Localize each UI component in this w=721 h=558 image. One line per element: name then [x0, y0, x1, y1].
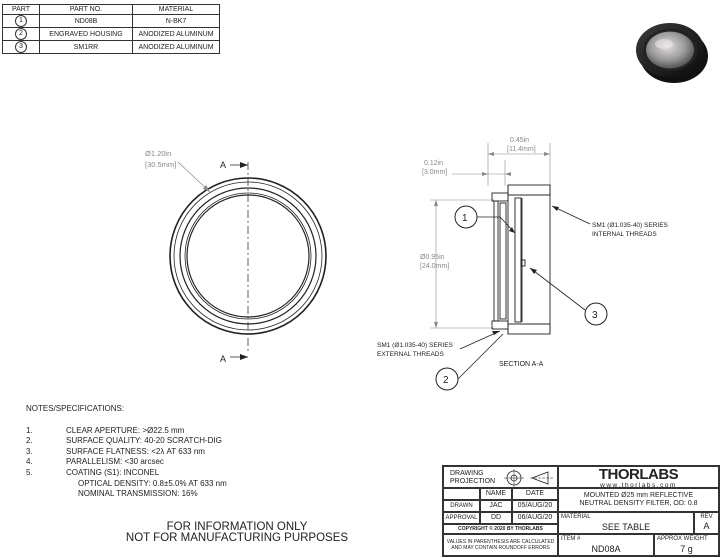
title-block: DRAWING PROJECTION THORLABS www.thorlabs…	[442, 465, 720, 557]
roundoff-note: VALUES IN PARENTHESIS ARE CALCULATED AND…	[443, 534, 558, 556]
callout-1: 1	[462, 213, 468, 224]
rev-cell: REV A	[694, 512, 719, 534]
date-header: DATE	[512, 488, 558, 500]
copyright: COPYRIGHT © 2020 BY THORLABS	[443, 524, 558, 534]
width-mm-label: [11.4mm]	[507, 146, 536, 153]
projection-symbol-icon	[504, 469, 554, 487]
material-cell: ANODIZED ALUMINUM	[132, 40, 220, 54]
part-number-badge: 2	[15, 28, 27, 40]
parts-table-row: 1 ND08B N-BK7	[2, 14, 220, 28]
disclaimer-line-1: FOR INFORMATION ONLY	[166, 521, 308, 533]
drawn-name: JAC	[480, 500, 512, 512]
internal-threads-label-2: INTERNAL THREADS	[592, 231, 657, 238]
offset-mm-label: [3.0mm]	[422, 169, 447, 176]
projection-cell: DRAWING PROJECTION	[443, 466, 558, 488]
material-value: SEE TABLE	[601, 522, 651, 532]
notes-block: NOTES/SPECIFICATIONS: 1.CLEAR APERTURE: …	[26, 404, 227, 500]
item-cell: ITEM # ND08A	[558, 534, 654, 556]
parts-table-row: 3 SM1RR ANODIZED ALUMINUM	[2, 40, 220, 54]
part-no-cell: ENGRAVED HOUSING	[39, 27, 133, 41]
aperture-mm-label: [24.0mm]	[420, 263, 449, 270]
drawing-projection-label: DRAWING	[450, 470, 484, 477]
note-item: 5.COATING (S1): INCONEL	[26, 467, 160, 477]
disclaimer: FOR INFORMATION ONLY NOT FOR MANUFACTURI…	[92, 521, 382, 544]
weight-value: 7 g	[680, 544, 693, 554]
part-number-badge: 3	[15, 41, 27, 53]
product-photo	[636, 23, 708, 83]
note-item: 3.SURFACE FLATNESS: <2λ AT 633 nm	[26, 446, 205, 456]
material-label: MATERIAL	[561, 514, 591, 520]
header-part: PART	[2, 4, 40, 15]
header-material: MATERIAL	[132, 4, 220, 15]
approval-label: APPROVAL	[443, 512, 480, 524]
rev-label: REV	[700, 514, 713, 520]
approval-name: DD	[480, 512, 512, 524]
logo-cell: THORLABS www.thorlabs.com	[558, 466, 719, 489]
rev-value: A	[703, 521, 710, 531]
section-label-bottom: A	[220, 354, 226, 364]
drawn-date: 05/AUG/20	[512, 500, 558, 512]
width-in-label: 0.45in	[510, 137, 529, 144]
section-label-top: A	[220, 160, 226, 170]
company-logo: THORLABS	[598, 466, 679, 483]
part-number-badge: 1	[15, 15, 27, 27]
header-part-no: PART NO.	[39, 4, 133, 15]
item-value: ND08A	[591, 544, 621, 554]
part-no-cell: SM1RR	[39, 40, 133, 54]
diameter-mm-label: [30.5mm]	[145, 160, 176, 169]
front-view: A A Ø1.20in [30.5mm]	[145, 149, 327, 364]
description-line-1: MOUNTED Ø25 mm REFLECTIVE	[583, 492, 694, 499]
aperture-in-label: Ø0.95in	[420, 254, 445, 261]
callout-3: 3	[592, 310, 598, 321]
section-title: SECTION A-A	[499, 361, 544, 368]
material-cell: MATERIAL SEE TABLE	[558, 512, 694, 534]
parts-table: PART PART NO. MATERIAL 1 ND08B N-BK7 2 E…	[2, 4, 220, 54]
callout-2: 2	[443, 375, 449, 386]
notes-title: NOTES/SPECIFICATIONS:	[26, 404, 125, 413]
company-website: www.thorlabs.com	[600, 482, 677, 489]
part-no-cell: ND08B	[39, 14, 133, 28]
item-label: ITEM #	[561, 536, 581, 542]
description-line-2: NEUTRAL DENSITY FILTER, OD: 0.8	[579, 500, 698, 507]
material-cell: N-BK7	[132, 14, 220, 28]
note-item: 2.SURFACE QUALITY: 40-20 SCRATCH-DIG	[26, 436, 222, 446]
weight-cell: APPROX WEIGHT 7 g	[654, 534, 719, 556]
note-sub-item: OPTICAL DENSITY: 0.8±5.0% AT 633 nm	[78, 478, 227, 488]
description-cell: MOUNTED Ø25 mm REFLECTIVE NEUTRAL DENSIT…	[558, 488, 719, 512]
external-threads-label-1: SM1 (Ø1.035-40) SERIES	[377, 342, 454, 349]
weight-label: APPROX WEIGHT	[657, 536, 708, 542]
note-item: 4.PARALLELISM: <30 arcsec	[26, 457, 164, 467]
section-view: 0.45in [11.4mm] 0.12in [3.0mm] Ø0.95in […	[377, 137, 669, 391]
note-sub-item: NOMINAL TRANSMISSION: 16%	[78, 489, 198, 499]
parts-table-header: PART PART NO. MATERIAL	[2, 4, 220, 15]
approval-date: 06/AUG/20	[512, 512, 558, 524]
note-item: 1.CLEAR APERTURE: >Ø22.5 mm	[26, 425, 185, 435]
diameter-in-label: Ø1.20in	[145, 149, 171, 158]
external-threads-label-2: EXTERNAL THREADS	[377, 351, 444, 358]
parts-table-row: 2 ENGRAVED HOUSING ANODIZED ALUMINUM	[2, 27, 220, 41]
name-header: NAME	[480, 488, 512, 500]
disclaimer-line-2: NOT FOR MANUFACTURING PURPOSES	[125, 532, 349, 544]
offset-in-label: 0.12in	[424, 160, 443, 167]
ring	[179, 187, 317, 325]
internal-threads-label-1: SM1 (Ø1.035-40) SERIES	[592, 222, 669, 229]
drawn-label: DRAWN	[443, 500, 480, 512]
material-cell: ANODIZED ALUMINUM	[132, 27, 220, 41]
